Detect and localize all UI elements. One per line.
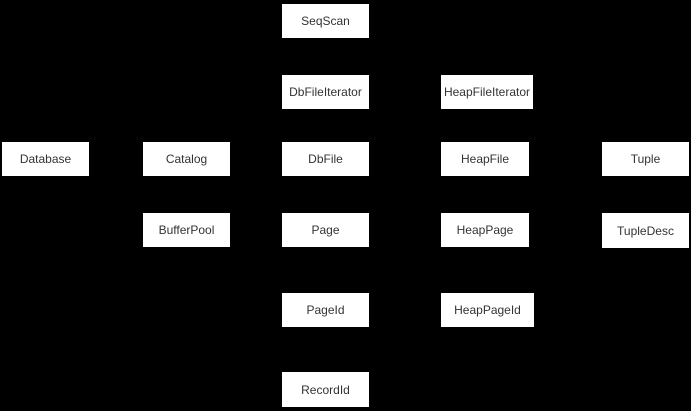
class-node-label: TupleDesc xyxy=(617,223,674,238)
class-node-seqscan: SeqScan xyxy=(281,3,370,39)
class-node-label: BufferPool xyxy=(158,223,215,237)
class-node-label: RecordId xyxy=(301,382,350,397)
class-node-label: Database xyxy=(19,152,72,166)
class-node-label: SeqScan xyxy=(301,14,350,28)
class-node-label: DbFile xyxy=(308,152,343,166)
class-node-catalog: Catalog xyxy=(142,141,231,177)
class-node-tuple: Tuple xyxy=(601,141,690,177)
class-node-label: PageId xyxy=(306,303,345,317)
class-node-label: HeapFile xyxy=(460,152,510,166)
class-node-label: Page xyxy=(311,223,340,237)
class-node-label: HeapPage xyxy=(456,223,514,237)
class-node-dbfile: DbFile xyxy=(281,141,370,177)
class-node-bufferpool: BufferPool xyxy=(142,212,231,248)
class-node-heappageid: HeapPageId xyxy=(440,292,535,328)
class-node-heappage: HeapPage xyxy=(440,212,530,248)
class-node-label: HeapPageId xyxy=(454,303,521,317)
class-node-heapfile: HeapFile xyxy=(440,141,530,177)
class-node-label: Tuple xyxy=(630,152,661,166)
class-node-heapfileiterator: HeapFileIterator xyxy=(440,74,534,110)
class-node-page: Page xyxy=(281,212,370,248)
class-node-database: Database xyxy=(1,141,90,177)
class-node-label: HeapFileIterator xyxy=(443,85,531,99)
class-node-label: DbFileIterator xyxy=(289,85,362,99)
class-node-dbfileiterator: DbFileIterator xyxy=(281,74,370,110)
class-node-recordid: RecordId xyxy=(281,371,370,408)
class-node-tupledesc: TupleDesc xyxy=(601,212,690,249)
class-node-label: Catalog xyxy=(165,152,208,166)
class-node-pageid: PageId xyxy=(281,292,370,328)
